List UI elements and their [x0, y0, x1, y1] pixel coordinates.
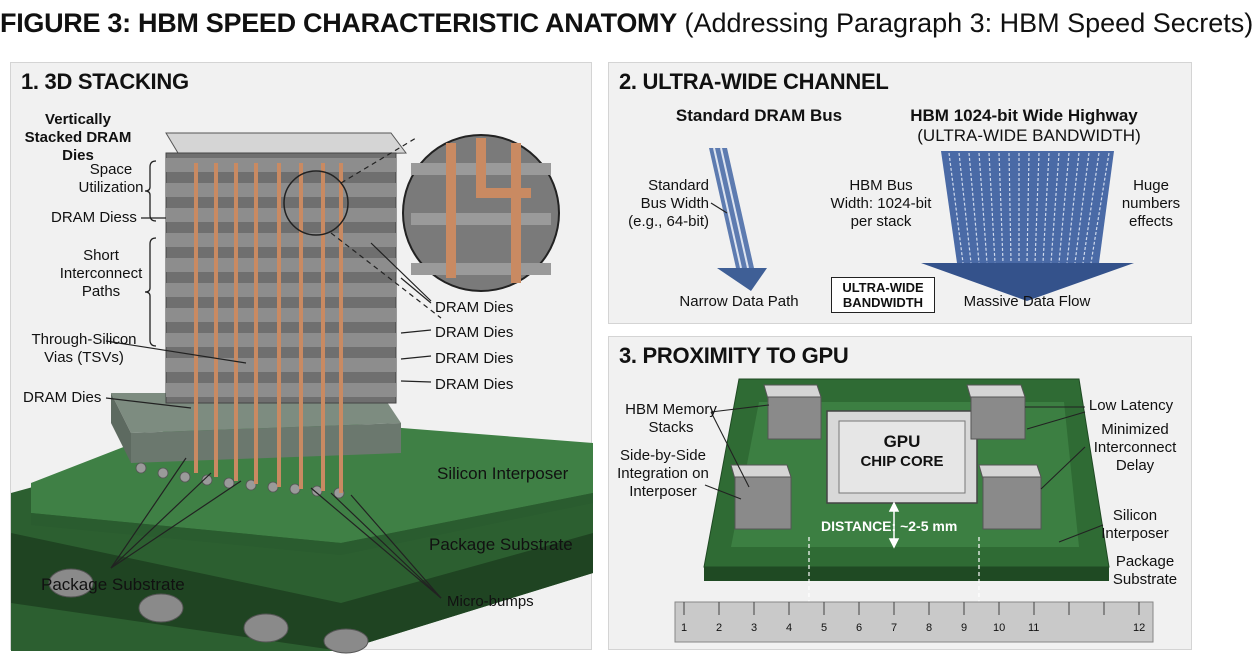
- figure-subtitle: (Addressing Paragraph 3: HBM Speed Secre…: [684, 8, 1253, 38]
- panel-3d-stacking: 1. 3D STACKING: [10, 62, 593, 654]
- panel-ultra-wide: 2. ULTRA-WIDE CHANNEL: [608, 62, 1192, 324]
- figure-title-main: FIGURE 3: HBM SPEED CHARACTERISTIC ANATO…: [0, 8, 677, 38]
- ruler-ticks: 1 2 3 4 5 6 7 8 9 10 11 12: [675, 619, 1153, 639]
- label-huge-numbers: Huge numbers effects: [1121, 177, 1181, 230]
- wide-highway: [921, 151, 1134, 301]
- label-std-bus-title: Standard DRAM Bus: [675, 106, 843, 125]
- ruler-tick: 12: [1133, 622, 1146, 634]
- zoom-magnifier: [402, 134, 560, 292]
- label-dram-dies-right-4: DRAM Dies: [435, 376, 514, 393]
- label-dram-dies-right-3: DRAM Dies: [435, 350, 514, 367]
- stacking-illustration: [11, 132, 593, 654]
- label-low-latency: Low Latency: [1088, 397, 1174, 414]
- ultra-wide-bandwidth-box: ULTRA-WIDE BANDWIDTH: [831, 277, 935, 313]
- label-silicon-interposer: Silicon Interposer: [437, 464, 569, 483]
- ruler-tick: 10: [993, 622, 1006, 634]
- label-package-substrate-bottom: Package Substrate: [41, 575, 185, 594]
- label-min-delay: Minimized Interconnect Delay: [1093, 421, 1177, 474]
- label-hbm-subtitle: (ULTRA-WIDE BANDWIDTH): [917, 126, 1141, 145]
- label-distance: DISTANCE: ~2-5 mm: [821, 518, 958, 534]
- ruler-tick: 6: [856, 622, 863, 634]
- label-dram-dies-right-1: DRAM Dies: [435, 299, 514, 316]
- ruler-tick: 4: [786, 622, 793, 634]
- proximity-illustration: [674, 378, 1154, 643]
- label-short-interconnect: Short Interconnect Paths: [59, 247, 143, 300]
- label-vertically-stacked: Vertically Stacked DRAM Dies: [24, 111, 132, 164]
- label-silicon-interposer-p3: Silicon Interposer: [1101, 507, 1169, 542]
- label-micro-bumps: Micro-bumps: [447, 593, 534, 610]
- figure-title: FIGURE 3: HBM SPEED CHARACTERISTIC ANATO…: [0, 6, 1253, 40]
- ruler: [674, 601, 1154, 643]
- ruler-tick: 9: [961, 622, 968, 634]
- panel-title-proximity: 3. PROXIMITY TO GPU: [619, 343, 849, 368]
- ruler-tick: 7: [891, 622, 898, 634]
- solder-balls: [48, 568, 369, 654]
- label-side-by-side: Side-by-Side Integration on Interposer: [617, 447, 709, 500]
- label-hbm-title: HBM 1024-bit Wide Highway: [910, 106, 1138, 125]
- ruler-tick: 2: [716, 622, 723, 634]
- zoom-source-circle: [283, 170, 349, 236]
- ruler-tick: 1: [681, 622, 688, 634]
- panel-title-3d-stacking: 1. 3D STACKING: [21, 69, 189, 94]
- label-space-utilization: Space Utilization: [78, 161, 144, 196]
- label-gpu: GPU: [883, 432, 921, 451]
- label-hbm-bus-width: HBM Bus Width: 1024-bit per stack: [830, 177, 932, 230]
- label-tsv: Through-Silicon Vias (TSVs): [31, 331, 137, 366]
- dram-stack: [165, 132, 407, 404]
- label-package-substrate-right: Package Substrate: [429, 535, 573, 554]
- label-narrow-path: Narrow Data Path: [679, 293, 799, 310]
- gpu-die: [826, 410, 978, 504]
- ruler-tick: 8: [926, 622, 933, 634]
- panel-title-ultra-wide: 2. ULTRA-WIDE CHANNEL: [619, 69, 889, 94]
- hbm-stack-br: [978, 464, 1042, 530]
- ruler-tick: 5: [821, 622, 828, 634]
- label-dram-dies-left: DRAM Dies: [23, 389, 102, 406]
- hbm-stack-tl: [763, 384, 822, 440]
- label-hbm-stacks: HBM Memory Stacks: [625, 401, 717, 436]
- narrow-bus: [709, 147, 767, 291]
- label-std-bus-width: Standard Bus Width (e.g., 64-bit): [628, 177, 709, 230]
- label-dram-diess: DRAM Diess: [51, 209, 137, 226]
- hbm-stack-tr: [966, 384, 1026, 440]
- ruler-tick: 11: [1028, 622, 1040, 634]
- hbm-stack-bl: [730, 464, 792, 530]
- label-massive-flow: Massive Data Flow: [963, 293, 1091, 310]
- ruler-tick: 3: [751, 622, 758, 634]
- micro-bump-row: [135, 462, 345, 499]
- label-package-substrate-p3: Package Substrate: [1112, 553, 1178, 588]
- label-chip-core: CHIP CORE: [860, 453, 944, 470]
- panel-proximity: 3. PROXIMITY TO GPU: [608, 336, 1192, 650]
- bus-illustration: [709, 147, 1134, 301]
- bracket-short: [144, 237, 157, 347]
- tsv-lines: [194, 163, 343, 493]
- label-dram-dies-right-2: DRAM Dies: [435, 324, 514, 341]
